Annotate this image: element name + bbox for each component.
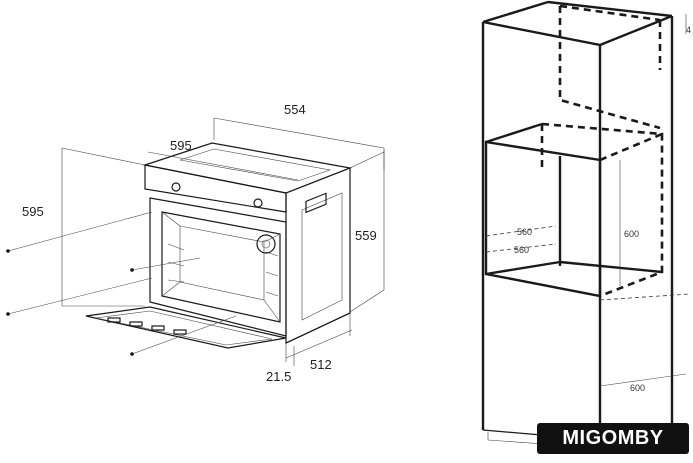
brand-logo-text: MIGOMBY	[562, 427, 664, 449]
oven-door-glass	[95, 310, 273, 346]
oven-cavity-back	[179, 225, 265, 301]
dim-21-5-label: 21.5	[266, 369, 291, 384]
oven-vent	[305, 192, 327, 214]
oven-control-panel	[144, 164, 287, 213]
oven-door-open	[85, 306, 287, 349]
oven-top-inner	[179, 148, 332, 182]
oven-fan-icon	[256, 234, 276, 254]
cabinet-hidden-top	[558, 6, 661, 130]
dim-512-label: 512	[310, 357, 332, 372]
dim-595-height-label: 595	[22, 204, 44, 219]
mounting-screws	[6, 211, 237, 356]
dim-554-line	[213, 117, 385, 170]
oven-left-knob	[171, 182, 181, 192]
dim-512-line	[285, 313, 353, 366]
dim-560a-line	[485, 225, 557, 237]
oven-side-rib	[301, 192, 343, 321]
oven-right-knob	[253, 198, 263, 208]
oven-drawing: 554 595 595 559 21.5 512	[6, 102, 385, 384]
cabinet-top-left-edge	[482, 0, 549, 24]
dim-600-height-label: 600	[624, 229, 639, 239]
cabinet-drawing	[481, 0, 691, 449]
niche-top-left	[485, 122, 543, 144]
dim-559-line	[349, 150, 385, 313]
oven-right-side	[285, 167, 351, 344]
dim-595-width-label: 595	[170, 138, 192, 153]
cabinet-front-top-right	[482, 20, 602, 440]
dim-600-depth-line	[599, 373, 687, 387]
dim-559-label: 559	[355, 228, 377, 243]
dim-595-height-line	[61, 147, 146, 307]
dim-595-width-line	[147, 151, 299, 181]
dim-554-label: 554	[284, 102, 306, 117]
oven-front-frame	[149, 197, 287, 337]
dim-560a-label: 560	[517, 227, 532, 237]
brand-logo: MIGOMBY	[537, 423, 689, 454]
dim-600-depth-label: 600	[630, 383, 645, 393]
dim-560b-label: 560	[514, 245, 529, 255]
dim-4-label: 4	[686, 25, 691, 35]
niche-hidden-back	[541, 122, 664, 298]
dim-560b-line	[485, 243, 557, 253]
